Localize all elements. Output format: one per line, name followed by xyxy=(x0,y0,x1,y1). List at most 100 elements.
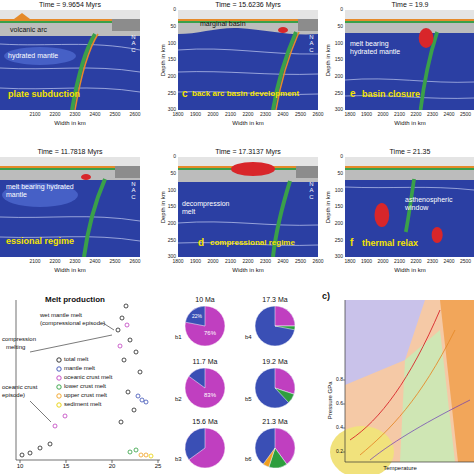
pie-charts xyxy=(185,306,295,468)
model-panel-part xyxy=(178,19,318,21)
figure-label: 300 xyxy=(335,254,343,260)
scatter-plot-part-part-part xyxy=(122,358,126,362)
figure-label: thermal relax xyxy=(362,239,418,249)
figure-label: basin closure xyxy=(362,90,420,100)
figure-label: 0.8 xyxy=(336,377,343,383)
scatter-plot-part-part xyxy=(149,454,153,458)
figure-label: Temperature xyxy=(383,465,417,472)
figure-label: Time = 17.3137 Myrs xyxy=(215,148,281,156)
figure-label: oceanic crust xyxy=(2,384,37,391)
figure-label: b2 xyxy=(175,396,182,403)
figure-label: 2000 xyxy=(207,259,218,265)
model-panel xyxy=(178,10,318,110)
figure-label: 2400 xyxy=(277,259,288,265)
model-panel-part xyxy=(0,157,140,166)
figure-label: melting xyxy=(6,344,25,351)
figure-label: NAC xyxy=(309,34,314,53)
figure-label: 2200 xyxy=(49,112,60,118)
figure-label: 200 xyxy=(168,74,176,80)
figure-label: Time = 11.7818 Myrs xyxy=(37,148,102,156)
phase-diagram-part xyxy=(370,400,470,460)
model-panel-part xyxy=(345,157,474,257)
figure-label: 2400 xyxy=(443,259,454,265)
phase-diagram-part xyxy=(360,330,455,455)
figure-label: 2300 xyxy=(260,112,271,118)
figure-label: 200 xyxy=(335,221,343,227)
model-panel-part xyxy=(178,19,318,34)
figure-label: 11.7 Ma xyxy=(193,358,218,366)
figure-label: Width in km xyxy=(394,267,425,274)
figure-label: 300 xyxy=(168,107,176,113)
pie-charts-part xyxy=(189,368,205,388)
scatter-plot-part-part-part xyxy=(48,442,52,446)
model-panel-part xyxy=(345,187,474,190)
figure-label: 250 xyxy=(168,91,176,97)
model-panel xyxy=(345,10,474,110)
figure-label: back arc basin development xyxy=(192,90,299,99)
figure-label: NAC xyxy=(131,34,136,53)
scatter-plot-part-part-part xyxy=(134,350,138,354)
scatter-plot-part-part xyxy=(20,304,142,457)
figure-label: 10 Ma xyxy=(195,296,214,304)
phase-diagram-part xyxy=(345,300,474,462)
scatter-plot-part xyxy=(16,300,160,460)
model-panel-part xyxy=(432,227,443,243)
figure-label: 2500 xyxy=(109,112,120,118)
model-panel-part xyxy=(0,166,140,180)
figure-label: 2000 xyxy=(377,259,388,265)
figure-label: 2300 xyxy=(69,112,80,118)
model-panel-part xyxy=(178,21,318,23)
figure-label: 50 xyxy=(170,171,176,177)
legend-marker xyxy=(57,367,61,371)
figure-label: Depth in km xyxy=(325,191,332,223)
legend-marker xyxy=(57,394,61,398)
legend-marker xyxy=(56,375,62,381)
figure-label: 250 xyxy=(335,91,343,97)
figure-label: 2400 xyxy=(277,112,288,118)
model-panel-part xyxy=(14,13,30,19)
figure-label: Depth in km xyxy=(160,191,167,223)
figure-label: 19.2 Ma xyxy=(262,358,287,366)
figure-label: essional regime xyxy=(6,237,74,247)
figure-label: 2000 xyxy=(377,112,388,118)
figure-label: 300 xyxy=(335,107,343,113)
figure-label: b1 xyxy=(175,334,182,341)
figure-label: Depth in km xyxy=(160,44,167,76)
figure-label: decompression melt xyxy=(182,200,237,215)
figure-label: 2200 xyxy=(410,259,421,265)
legend-marker xyxy=(56,384,62,390)
model-panel-part xyxy=(345,166,474,168)
figure-label: 2100 xyxy=(29,259,40,265)
scatter-plot-part-part-part xyxy=(126,390,130,394)
model-panel-part xyxy=(345,157,474,166)
scatter-plot-part-part xyxy=(136,394,148,404)
model-panel-part xyxy=(345,10,474,19)
model-panel-part xyxy=(345,168,474,170)
figure-label: 2600 xyxy=(312,259,323,265)
pie-charts-part xyxy=(275,326,295,330)
pie-charts-part xyxy=(185,306,205,326)
figure-label: Width in km xyxy=(54,267,85,274)
figure-label: 2300 xyxy=(427,259,438,265)
figure-label: episode) xyxy=(2,392,25,399)
pie-charts-part xyxy=(185,306,225,346)
figure-label: 25 xyxy=(155,463,162,470)
scatter-plot-part-part-part xyxy=(53,424,57,428)
pie-charts-part xyxy=(275,306,295,326)
legend-marker xyxy=(56,393,62,399)
pie-charts-part xyxy=(185,368,225,408)
model-panel-part xyxy=(81,174,91,180)
scatter-plot-part-part-part xyxy=(144,400,148,404)
model-panel-part xyxy=(345,19,474,21)
model-panel-part xyxy=(278,27,288,33)
figure-label: 150 xyxy=(168,57,176,63)
figure-label: 50 xyxy=(337,24,343,30)
legend-text: lower crust melt xyxy=(64,383,106,390)
figure-label: 2100 xyxy=(225,112,236,118)
figure-label: 1800 xyxy=(172,112,183,118)
figure-label: 1800 xyxy=(344,112,355,118)
pie-charts-part xyxy=(255,428,295,468)
model-panel-part xyxy=(178,10,318,19)
figure-label: 2400 xyxy=(443,112,454,118)
figure-label: melt bearing hydrated mantle xyxy=(6,183,76,198)
